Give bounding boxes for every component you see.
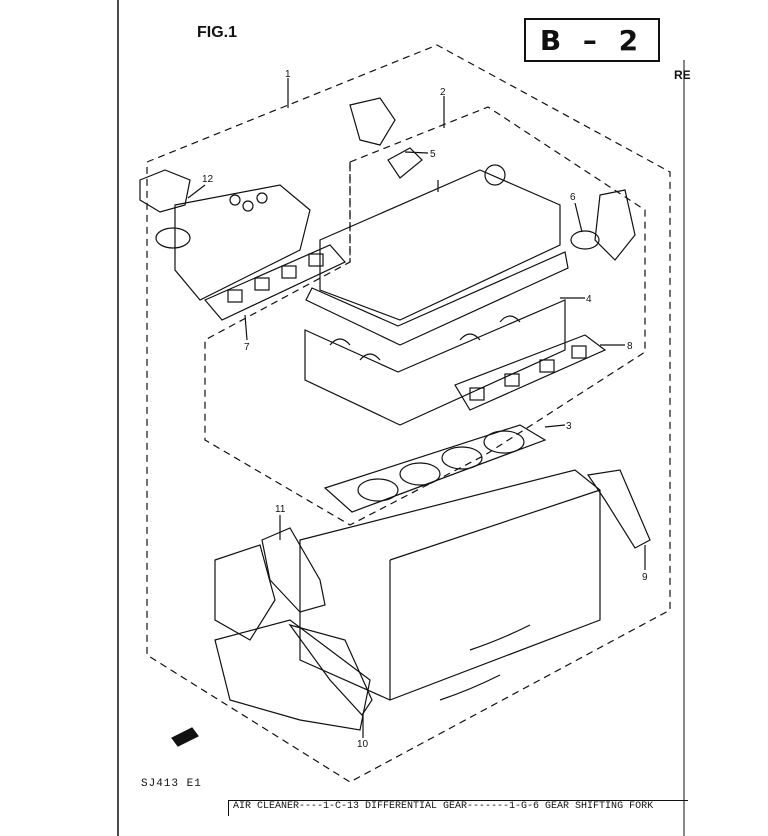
water-pump-gasket	[261, 527, 326, 613]
callout-1: 1	[285, 69, 291, 80]
leader-line-7	[244, 314, 248, 341]
head-cover	[319, 169, 561, 321]
distributor-case	[594, 189, 636, 261]
callout-2: 2	[440, 87, 446, 98]
cylinder-block	[299, 469, 601, 701]
parts-index-strip: AIR CLEANER----1-C-13 DIFFERENTIAL GEAR-…	[228, 800, 688, 816]
kit-boundary-inner	[204, 106, 646, 526]
callout-11: 11	[275, 504, 286, 515]
callout-4: 4	[586, 294, 592, 305]
callout-7: 7	[244, 342, 250, 353]
callout-12: 12	[202, 174, 214, 185]
callout-5: 5	[430, 149, 436, 160]
leader-line-6	[574, 202, 583, 233]
callout-3: 3	[566, 421, 572, 432]
water-outlet	[349, 97, 396, 146]
callout-8: 8	[627, 341, 633, 352]
head-cover-gasket	[305, 251, 569, 346]
callout-10: 10	[357, 739, 369, 750]
distributor-o-ring	[570, 230, 600, 250]
thermostat-housing	[139, 169, 191, 213]
exhaust-manifold-gasket	[454, 334, 607, 411]
cylinder-head-gasket	[323, 424, 547, 513]
timing-belt-cover	[214, 619, 371, 731]
leader-line-5	[404, 151, 429, 154]
water-pump	[214, 544, 276, 641]
intake-manifold	[174, 184, 311, 301]
callout-9: 9	[642, 572, 648, 583]
leader-line-12	[187, 184, 206, 199]
intake-manifold-gasket	[204, 244, 346, 321]
thermostat-gasket	[155, 227, 191, 249]
oil-filler-cap	[484, 164, 506, 186]
timing-cover-gasket	[288, 623, 373, 716]
figure-label: FIG.1	[197, 24, 238, 41]
model-code: SJ413 E1	[141, 778, 202, 790]
callout-6: 6	[570, 192, 576, 203]
rear-oil-seal-housing	[586, 469, 651, 549]
cropped-edge-text: RE	[674, 68, 691, 82]
kit-boundary-outer	[146, 44, 671, 783]
leader-line-3	[544, 424, 566, 428]
water-outlet-gasket	[387, 147, 423, 179]
section-badge: B – 2	[524, 18, 660, 62]
cylinder-head	[304, 299, 566, 426]
front-direction-arrow	[171, 727, 199, 747]
